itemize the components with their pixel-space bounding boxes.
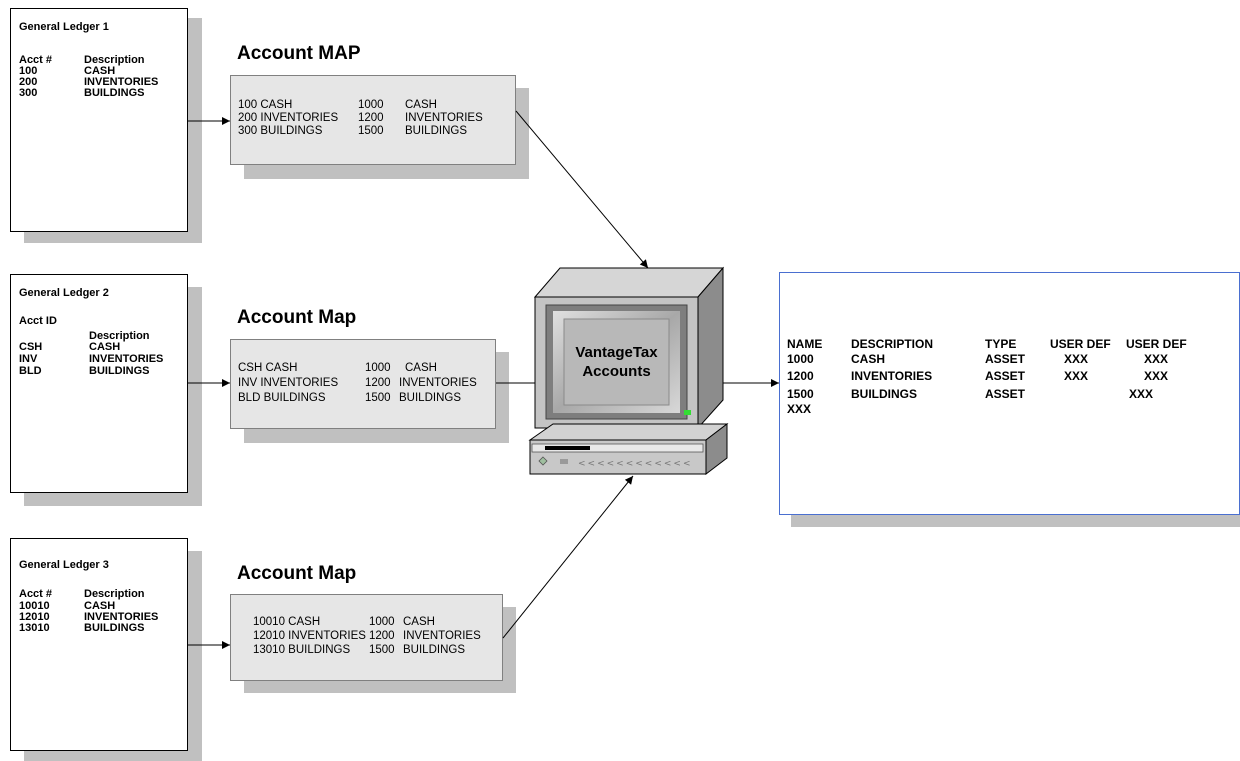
table-trailing-cell: XXX	[787, 402, 812, 416]
account-map-3: 10010 CASH 1000 CASH 12010 INVENTORIES 1…	[230, 594, 503, 681]
ledger-row-id: 300	[19, 87, 38, 99]
account-map-3-title: Account Map	[237, 563, 357, 584]
map-row-dst-id: 1500	[358, 125, 384, 137]
ledger-row-desc: INVENTORIES	[89, 353, 164, 365]
ledger-header-acct: Acct #	[19, 54, 53, 66]
map-row-src: 12010 INVENTORIES	[253, 630, 366, 642]
ledger-row-id: BLD	[19, 365, 42, 377]
ledger-header-description: Description	[84, 54, 145, 66]
table-cell: XXX	[1064, 352, 1089, 366]
ledger-header-acct: Acct #	[19, 588, 53, 600]
table-header: NAME	[787, 337, 823, 351]
map-row-dst-desc: CASH	[403, 616, 435, 628]
table-cell: 1000	[787, 352, 814, 366]
table-cell: CASH	[851, 352, 886, 366]
ledger-header-acct: Acct ID	[19, 315, 57, 327]
table-header: DESCRIPTION	[851, 337, 934, 351]
ledger-row-id: 200	[19, 76, 38, 88]
map-row-src: BLD BUILDINGS	[238, 392, 326, 404]
ledger-row-id: 13010	[19, 622, 50, 634]
ledger-header-description: Description	[84, 588, 145, 600]
table-header: USER DEF	[1050, 337, 1111, 351]
computer-icon: <<<<<<<<<<<<	[528, 266, 729, 476]
ledger-row-desc: BUILDINGS	[84, 87, 145, 99]
svg-text:<<<<<<<<<<<<: <<<<<<<<<<<<	[578, 459, 693, 469]
table-cell: ASSET	[985, 369, 1026, 383]
ledger-header-description: Description	[89, 330, 150, 342]
arrow-map3-to-computer	[502, 475, 634, 639]
map-row-dst-desc: INVENTORIES	[405, 112, 483, 124]
table-cell: INVENTORIES	[851, 369, 933, 383]
table-cell: XXX	[1144, 369, 1169, 383]
map-row-dst-desc: CASH	[405, 99, 437, 111]
table-header: TYPE	[985, 337, 1017, 351]
account-map-1-title: Account MAP	[237, 43, 361, 64]
map-row-src: INV INVENTORIES	[238, 377, 339, 389]
ledger-row-desc: BUILDINGS	[89, 365, 150, 377]
vantagetax-accounts-table: NAME DESCRIPTION TYPE USER DEF USER DEF …	[779, 272, 1240, 515]
ledger-row-id: CSH	[19, 341, 43, 353]
map-row-dst-desc: CASH	[405, 362, 437, 374]
map-row-dst-desc: BUILDINGS	[399, 392, 461, 404]
map-row-src: 13010 BUILDINGS	[253, 644, 351, 656]
account-map-1: 100 CASH 1000 CASH 200 INVENTORIES 1200 …	[230, 75, 516, 165]
general-ledger-3: General Ledger 3 Acct # Description 1001…	[10, 538, 188, 751]
ledger-row-desc: CASH	[89, 341, 121, 353]
map-row-src: 100 CASH	[238, 99, 293, 111]
ledger-row-desc: INVENTORIES	[84, 611, 159, 623]
ledger-row-desc: INVENTORIES	[84, 76, 159, 88]
ledger-row-id: INV	[19, 353, 38, 365]
account-map-2: CSH CASH 1000 CASH INV INVENTORIES 1200 …	[230, 339, 496, 429]
account-map-2-title: Account Map	[237, 307, 357, 328]
map-row-src: 200 INVENTORIES	[238, 112, 339, 124]
map-row-dst-desc: BUILDINGS	[403, 644, 465, 656]
map-row-dst-id: 1200	[358, 112, 384, 124]
ledger-row-desc: BUILDINGS	[84, 622, 145, 634]
map-row-src: 300 BUILDINGS	[238, 125, 323, 137]
ledger-row-desc: CASH	[84, 65, 116, 77]
ledger-title: General Ledger 3	[19, 559, 109, 571]
map-row-dst-id: 1200	[369, 630, 395, 642]
computer-label-line1: VantageTax	[575, 344, 658, 361]
map-row-dst-desc: INVENTORIES	[399, 377, 477, 389]
table-cell: XXX	[1129, 387, 1154, 401]
table-cell: ASSET	[985, 387, 1026, 401]
table-cell: XXX	[1064, 369, 1089, 383]
map-row-dst-desc: BUILDINGS	[405, 125, 467, 137]
general-ledger-1: General Ledger 1 Acct # Description 100 …	[10, 8, 188, 232]
ledger-title: General Ledger 2	[19, 287, 109, 299]
table-cell: XXX	[1144, 352, 1169, 366]
table-cell: ASSET	[985, 352, 1026, 366]
map-row-dst-id: 1000	[358, 99, 384, 111]
computer-screen-label: VantageTax Accounts	[564, 343, 669, 381]
map-row-dst-id: 1000	[365, 362, 391, 374]
arrow-map1-to-computer	[515, 110, 649, 269]
table-cell: BUILDINGS	[851, 387, 917, 401]
map-row-src: 10010 CASH	[253, 616, 321, 628]
table-cell: 1200	[787, 369, 814, 383]
map-row-src: CSH CASH	[238, 362, 298, 374]
table-cell: 1500	[787, 387, 814, 401]
ledger-row-id: 12010	[19, 611, 50, 623]
general-ledger-2: General Ledger 2 Acct ID Description CSH…	[10, 274, 188, 493]
ledger-row-desc: CASH	[84, 600, 116, 612]
ledger-title: General Ledger 1	[19, 21, 109, 33]
ledger-row-id: 10010	[19, 600, 50, 612]
map-row-dst-id: 1500	[365, 392, 391, 404]
map-row-dst-id: 1200	[365, 377, 391, 389]
map-row-dst-id: 1000	[369, 616, 395, 628]
table-header: USER DEF	[1126, 337, 1187, 351]
computer-label-line2: Accounts	[582, 363, 651, 380]
ledger-row-id: 100	[19, 65, 38, 77]
map-row-dst-desc: INVENTORIES	[403, 630, 481, 642]
map-row-dst-id: 1500	[369, 644, 395, 656]
